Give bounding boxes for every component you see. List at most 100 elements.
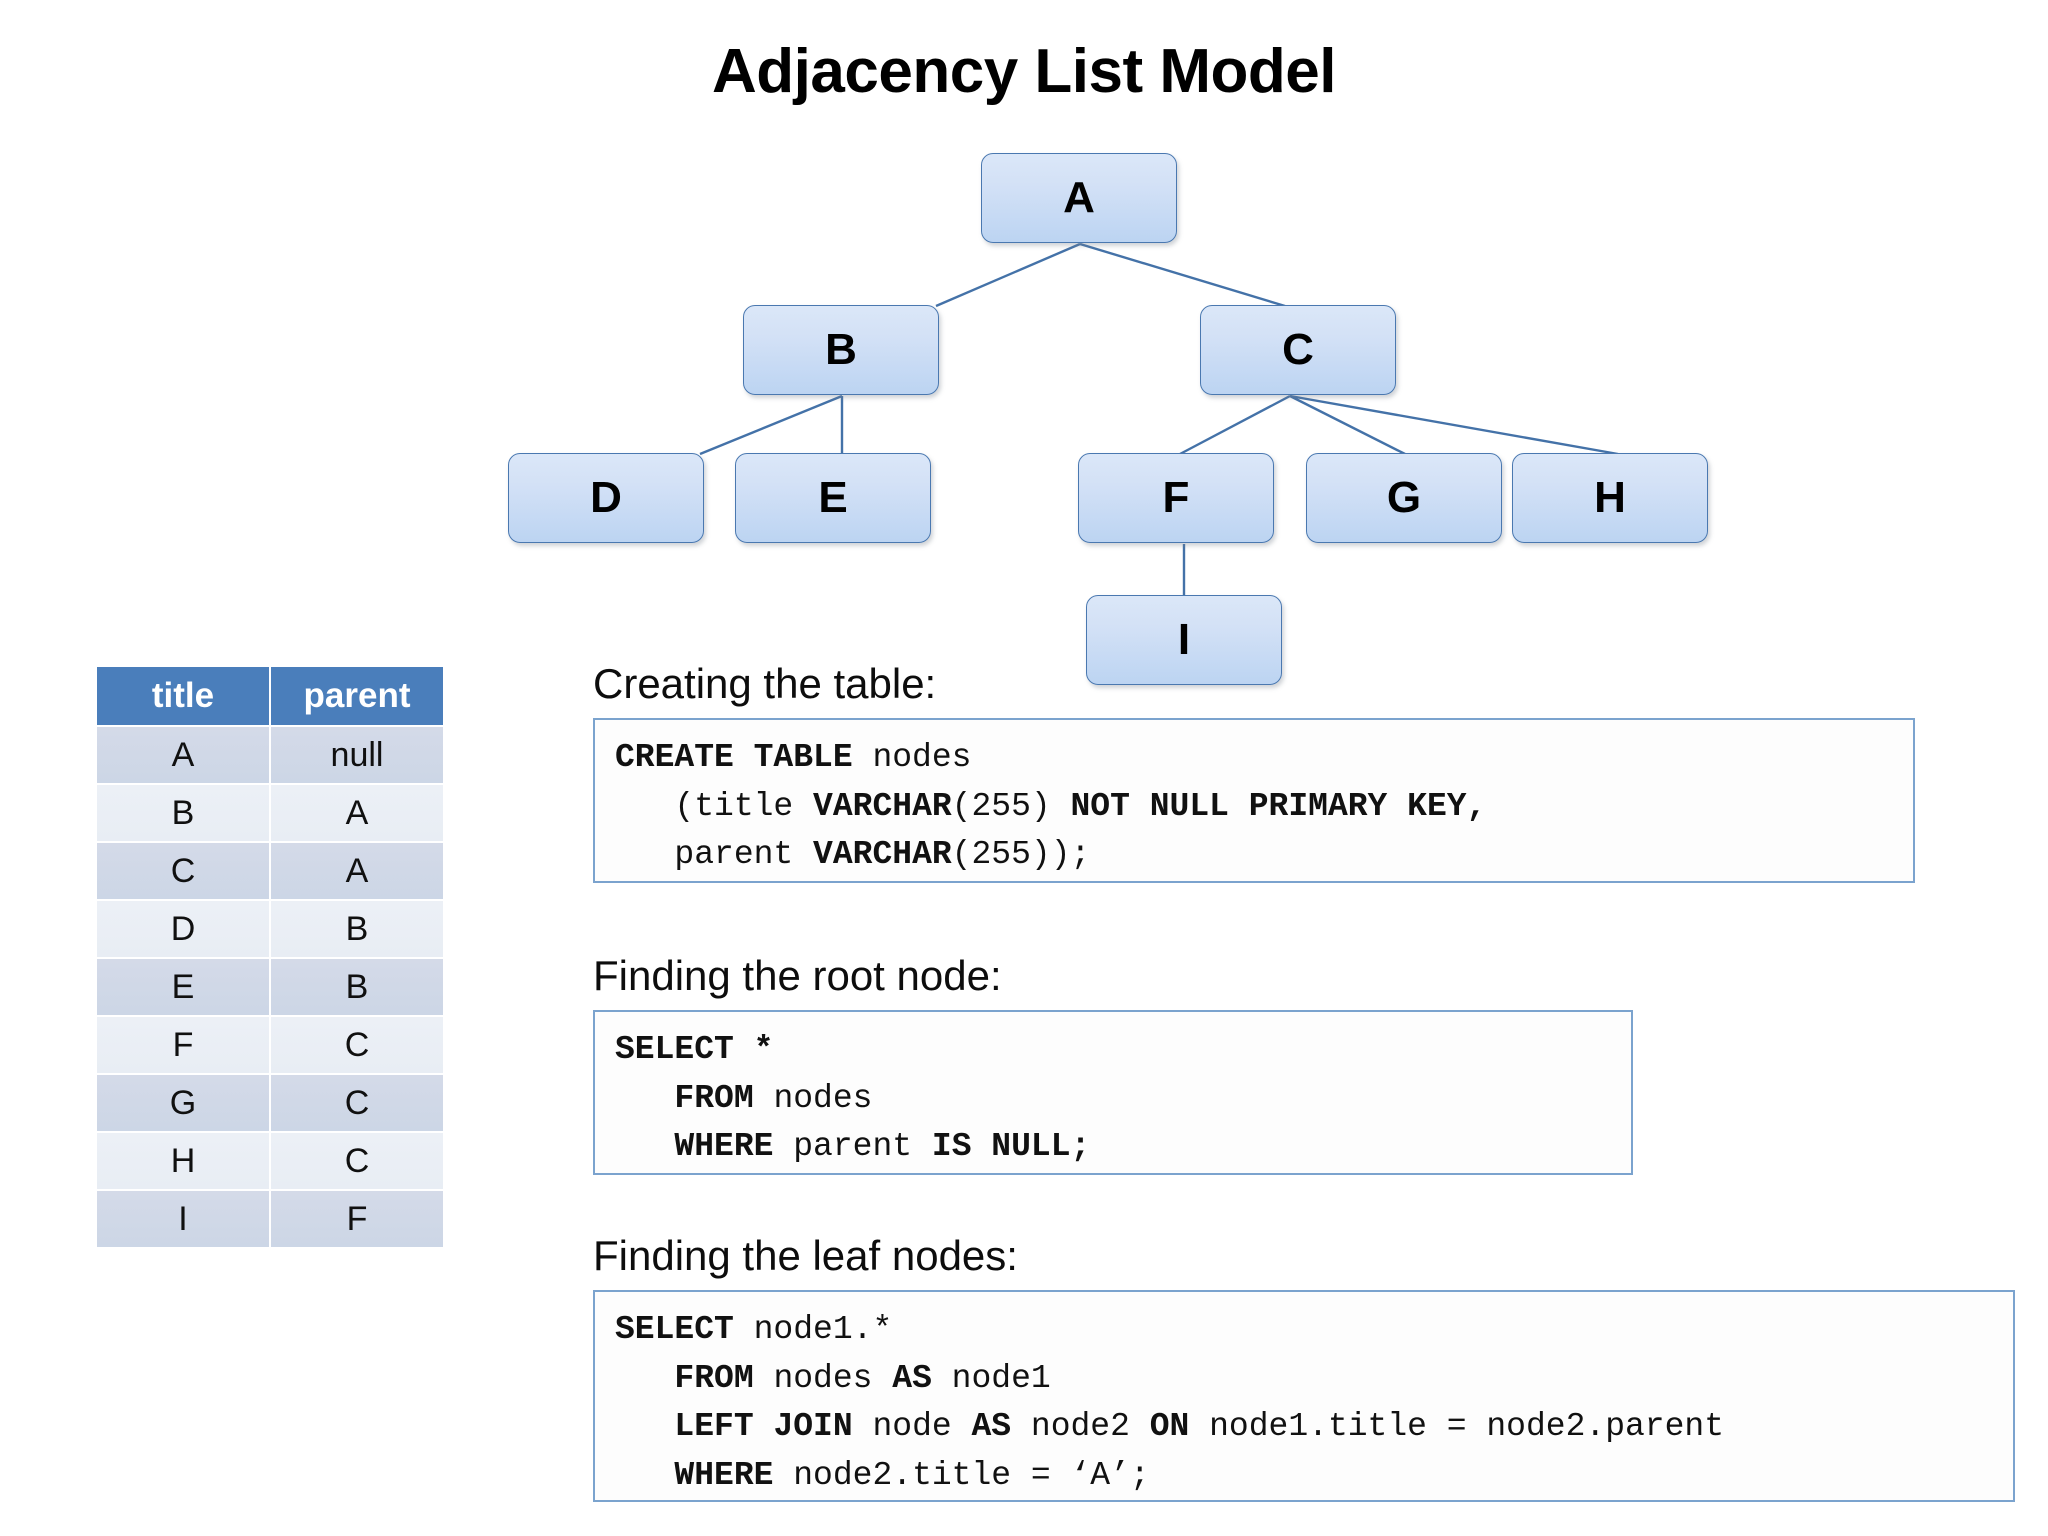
code-block-find-root: SELECT * FROM nodes WHERE parent IS NULL… xyxy=(593,1010,1633,1175)
tree-node-c: C xyxy=(1200,305,1396,395)
sql-text: nodes xyxy=(753,1359,893,1397)
sql-text xyxy=(615,1408,674,1445)
tree-edges xyxy=(699,242,1619,596)
sql-text: node2 xyxy=(1011,1408,1150,1445)
cell-title: I xyxy=(97,1191,269,1247)
tree-edge-b-d xyxy=(699,394,843,456)
cell-parent: A xyxy=(271,843,443,899)
cell-parent: C xyxy=(271,1075,443,1131)
tree-node-label: B xyxy=(825,325,857,374)
tree-edge-c-g xyxy=(1289,394,1406,456)
tree-node-h: H xyxy=(1512,453,1708,543)
sql-text: parent xyxy=(615,836,814,873)
tree-node-label: G xyxy=(1386,473,1422,522)
column-header-title: title xyxy=(97,667,269,725)
tree-node-label: C xyxy=(1282,325,1314,374)
sql-keyword: VARCHAR xyxy=(813,836,952,873)
tree-node-label: F xyxy=(1162,473,1190,522)
sql-keyword: AS xyxy=(971,1408,1012,1445)
cell-parent: A xyxy=(271,785,443,841)
table-header: title parent xyxy=(97,667,443,725)
cell-title: F xyxy=(97,1017,269,1073)
sql-keyword: IS NULL; xyxy=(931,1128,1091,1165)
cell-parent: C xyxy=(271,1017,443,1073)
tree-diagram: A B C D E F G H I xyxy=(0,0,2048,720)
tree-node-e: E xyxy=(735,453,931,543)
tree-node-d: D xyxy=(508,453,704,543)
cell-title: D xyxy=(97,901,269,957)
sql-keyword: FROM xyxy=(674,1079,754,1117)
cell-title: G xyxy=(97,1075,269,1131)
caption-creating-the-table: Creating the table: xyxy=(593,660,937,707)
sql-text: parent xyxy=(773,1128,932,1165)
code-line: FROM nodes AS node1 xyxy=(615,1355,1993,1404)
sql-text: (255)); xyxy=(951,836,1091,873)
cell-title: E xyxy=(97,959,269,1015)
sql-keyword: CREATE TABLE xyxy=(615,739,853,776)
sql-text: (255) xyxy=(951,787,1071,825)
caption-finding-the-root-node: Finding the root node: xyxy=(593,952,1002,999)
caption-finding-the-leaf-nodes: Finding the leaf nodes: xyxy=(593,1232,1018,1279)
code-line: FROM nodes xyxy=(615,1075,1611,1124)
sql-keyword: ON xyxy=(1149,1408,1190,1445)
sql-text: node2.title = ‘A’; xyxy=(773,1456,1150,1494)
tree-node-i: I xyxy=(1086,595,1282,685)
cell-title: A xyxy=(97,727,269,783)
tree-edge-a-b xyxy=(935,242,1081,308)
sql-text xyxy=(615,1080,674,1117)
tree-node-b: B xyxy=(743,305,939,395)
code-line: WHERE parent IS NULL; xyxy=(615,1123,1611,1172)
cell-title: C xyxy=(97,843,269,899)
tree-node-label: D xyxy=(590,473,622,522)
sql-keyword: WHERE xyxy=(674,1456,774,1494)
sql-keyword: FROM xyxy=(674,1359,754,1397)
sql-text xyxy=(615,1128,674,1165)
cell-parent: B xyxy=(271,901,443,957)
code-line: CREATE TABLE nodes xyxy=(615,734,1893,783)
sql-text: node1.title = node2.parent xyxy=(1189,1408,1725,1445)
code-line: WHERE node2.title = ‘A’; xyxy=(615,1452,1993,1501)
cell-parent: F xyxy=(271,1191,443,1247)
sql-keyword: VARCHAR xyxy=(813,787,952,825)
cell-parent: null xyxy=(271,727,443,783)
code-line: parent VARCHAR(255)); xyxy=(615,831,1893,880)
sql-text xyxy=(615,1360,674,1397)
sql-text: (title xyxy=(615,787,814,825)
cell-title: B xyxy=(97,785,269,841)
sql-keyword: WHERE xyxy=(674,1128,774,1165)
table-header-row: title parent xyxy=(97,667,443,725)
code-line: SELECT * xyxy=(615,1026,1611,1075)
code-block-create-table: CREATE TABLE nodes (title VARCHAR(255) N… xyxy=(593,718,1915,883)
tree-edge-c-h xyxy=(1289,394,1619,456)
sql-text: nodes xyxy=(852,739,972,776)
tree-node-g: G xyxy=(1306,453,1502,543)
cell-parent: C xyxy=(271,1133,443,1189)
sql-text: nodes xyxy=(753,1079,873,1117)
tree-edge-c-f xyxy=(1179,394,1291,456)
page-title: Adjacency List Model xyxy=(712,37,1336,106)
code-line: SELECT node1.* xyxy=(615,1306,1993,1355)
sql-text: node xyxy=(852,1408,972,1445)
sql-keyword: SELECT xyxy=(615,1311,734,1348)
sql-keyword: LEFT JOIN xyxy=(674,1408,853,1445)
tree-edge-a-c xyxy=(1079,242,1286,308)
tree-node-label: A xyxy=(1063,173,1095,222)
sql-keyword: SELECT * xyxy=(615,1031,774,1068)
sql-text xyxy=(615,1457,674,1494)
tree-node-f: F xyxy=(1078,453,1274,543)
cell-parent: B xyxy=(271,959,443,1015)
code-line: LEFT JOIN node AS node2 ON node1.title =… xyxy=(615,1403,1993,1452)
sql-keyword: AS xyxy=(892,1359,932,1397)
column-header-parent: parent xyxy=(271,667,443,725)
